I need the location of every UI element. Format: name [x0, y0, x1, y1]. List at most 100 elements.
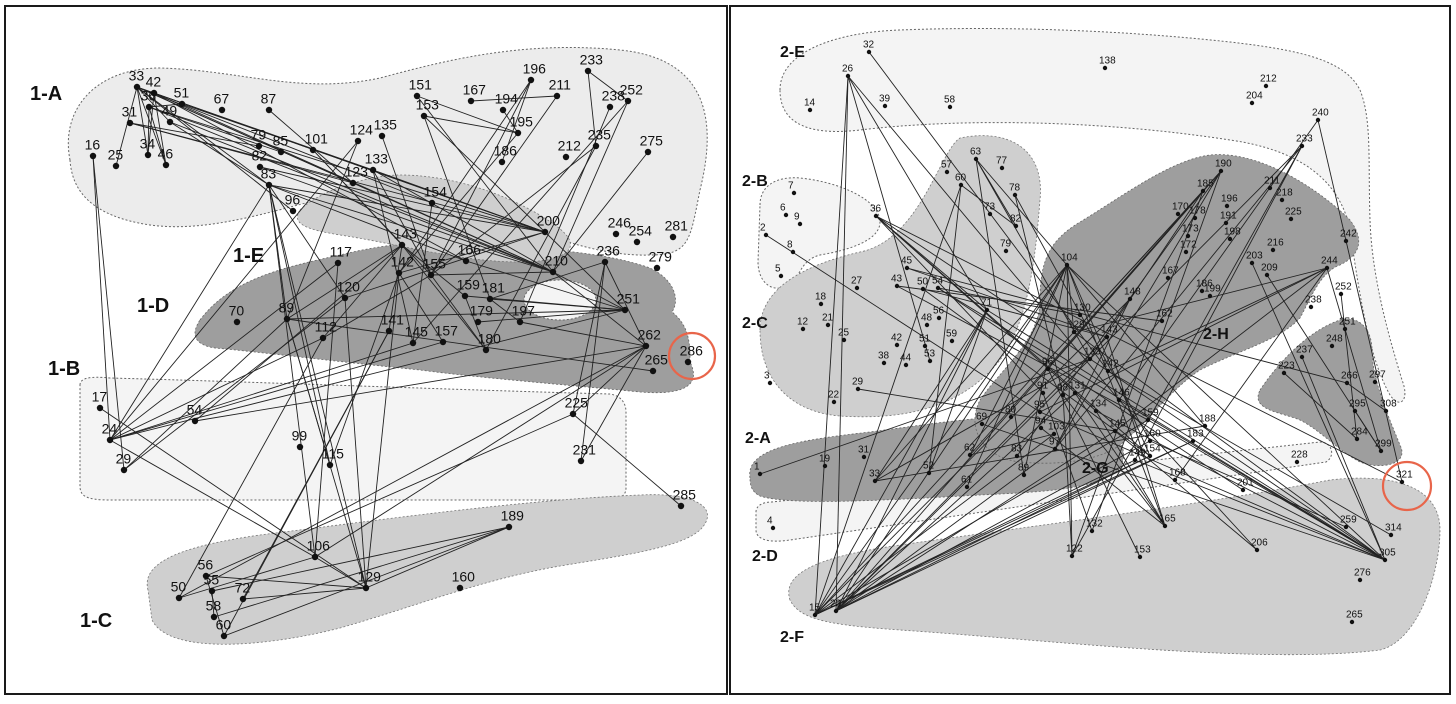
p1-edge-196-142: [398, 79, 532, 274]
p2-node-label-238: 238: [1305, 295, 1322, 306]
p2-node-label-201: 201: [1237, 478, 1254, 489]
p2-node-dot-61: [964, 484, 970, 490]
panel-1-group-labels: 1-A 1-E 1-D 1-B 1-C: [30, 83, 264, 632]
p2-edge-244-168: [1174, 267, 1328, 481]
p2-node-label-198: 198: [1224, 227, 1241, 238]
p2-node-dot-218: [1279, 197, 1285, 203]
p1-node-label-87: 87: [261, 91, 277, 107]
p1-node-dot-54: [191, 417, 199, 425]
p2-node-dot-162: [1159, 318, 1165, 324]
p1-node-dot-24: [106, 436, 114, 444]
p1-node-label-159: 159: [457, 277, 481, 293]
p2-node-dot-98: [1060, 392, 1066, 398]
p2-edge-154-23: [835, 455, 1151, 612]
p1-node-dot-211: [553, 92, 561, 100]
p2-edge-244-299: [1326, 267, 1382, 452]
p2-node-label-60: 60: [955, 173, 967, 184]
p2-edge-146-206: [1118, 399, 1258, 551]
p2-node-dot-83: [1014, 453, 1020, 459]
p1-edge-233-252: [587, 70, 629, 102]
p1-edge-133-200: [372, 169, 546, 233]
p2-node-label-206: 206: [1251, 538, 1268, 549]
p1-edge-133-145: [372, 169, 414, 344]
p2-node-label-23: 23: [830, 599, 842, 610]
p1-node-label-135: 135: [374, 117, 398, 133]
p2-node-label-77: 77: [996, 156, 1008, 167]
p1-node-dot-101: [309, 146, 317, 154]
p1-node-dot-142: [395, 269, 403, 277]
p2-edge-104-165: [1066, 264, 1166, 527]
p2-node-label-95: 95: [1034, 400, 1046, 411]
p2-node-label-42: 42: [891, 333, 903, 344]
p2-node-dot-198: [1227, 236, 1233, 242]
p2-edge-43-159: [896, 285, 1149, 421]
p2-node-label-132: 132: [1086, 519, 1103, 530]
p2-node-dot-5: [778, 273, 784, 279]
p1-node-label-251: 251: [617, 291, 641, 307]
p1-node-dot-236: [601, 258, 609, 266]
p1-edge-166-251: [465, 260, 626, 311]
p1-node-label-285: 285: [673, 487, 697, 503]
p2-node-label-63: 63: [970, 147, 982, 158]
p1-edge-55-58: [211, 590, 215, 618]
p1-node-label-106: 106: [307, 538, 331, 554]
p2-edge-50-154: [922, 288, 1151, 457]
p1-edge-16-24: [92, 155, 111, 441]
p2-node-label-14: 14: [804, 98, 816, 109]
p2-node-label-6: 6: [780, 203, 786, 214]
p2-node-dot-43: [894, 283, 900, 289]
p2-node-label-15: 15: [809, 603, 821, 614]
p2-edge-71-305: [986, 309, 1386, 561]
p1-node-dot-123: [349, 179, 357, 187]
p2-node-label-299: 299: [1375, 439, 1392, 450]
p2-node-dot-252: [1338, 291, 1344, 297]
p1-edge-83-24: [109, 184, 270, 441]
p2-node-dot-225: [1288, 216, 1294, 222]
p1-edge-117-106: [314, 262, 339, 558]
p1-node-label-238: 238: [602, 88, 626, 104]
p1-edge-33-34: [136, 86, 149, 156]
p2-node-dot-190: [1218, 168, 1224, 174]
p2-node-dot-145: [1112, 428, 1118, 434]
p1-node-label-195: 195: [510, 114, 534, 130]
p2-node-dot-23: [833, 608, 839, 614]
p2-node-label-218: 218: [1276, 188, 1293, 199]
p1-node-label-246: 246: [608, 215, 632, 231]
p1-edge-233-235: [587, 70, 597, 147]
p2-node-label-188: 188: [1199, 414, 1216, 425]
p2-node-label-225: 225: [1285, 207, 1302, 218]
p1-edge-225-56: [205, 413, 574, 577]
p2-node-label-142: 142: [1102, 359, 1119, 370]
p2-edge-104-61: [966, 264, 1068, 488]
p1-node-dot-210: [549, 268, 557, 276]
p1-node-dot-34: [144, 151, 152, 159]
p1-edge-87-123: [268, 109, 354, 184]
p1-node-label-179: 179: [470, 303, 494, 319]
p1-edge-56-60: [205, 575, 225, 637]
p2-node-label-5: 5: [775, 264, 781, 275]
p1-node-label-83: 83: [261, 166, 277, 182]
p2-node-label-237: 237: [1296, 345, 1313, 356]
p2-node-label-91: 91: [1037, 381, 1049, 392]
p2-node-label-18: 18: [815, 292, 827, 303]
p2-edge-233-133: [1089, 145, 1303, 360]
p2-node-dot-153: [1137, 554, 1143, 560]
p1-edge-143-180: [401, 244, 487, 351]
region-2-F: [788, 477, 1441, 656]
p2-edge-133-23: [835, 358, 1091, 612]
p2-edge-148-15: [814, 298, 1131, 616]
p1-edge-236-181: [489, 261, 606, 300]
p1-node-dot-79: [255, 142, 263, 150]
p1-node-dot-67: [218, 106, 226, 114]
p2-node-label-1: 1: [754, 462, 760, 473]
p2-edge-71-33: [874, 309, 988, 482]
p2-node-label-204: 204: [1246, 91, 1263, 102]
p2-node-dot-146: [1116, 397, 1122, 403]
p1-node-label-210: 210: [545, 253, 569, 269]
p2-edge-131-165: [1074, 392, 1166, 527]
p2-edge-26-53: [847, 75, 931, 362]
p2-node-label-89: 89: [1018, 463, 1030, 474]
p1-node-dot-286: [684, 358, 692, 366]
p1-edge-36-46: [148, 106, 167, 166]
p2-node-dot-295: [1352, 408, 1358, 414]
